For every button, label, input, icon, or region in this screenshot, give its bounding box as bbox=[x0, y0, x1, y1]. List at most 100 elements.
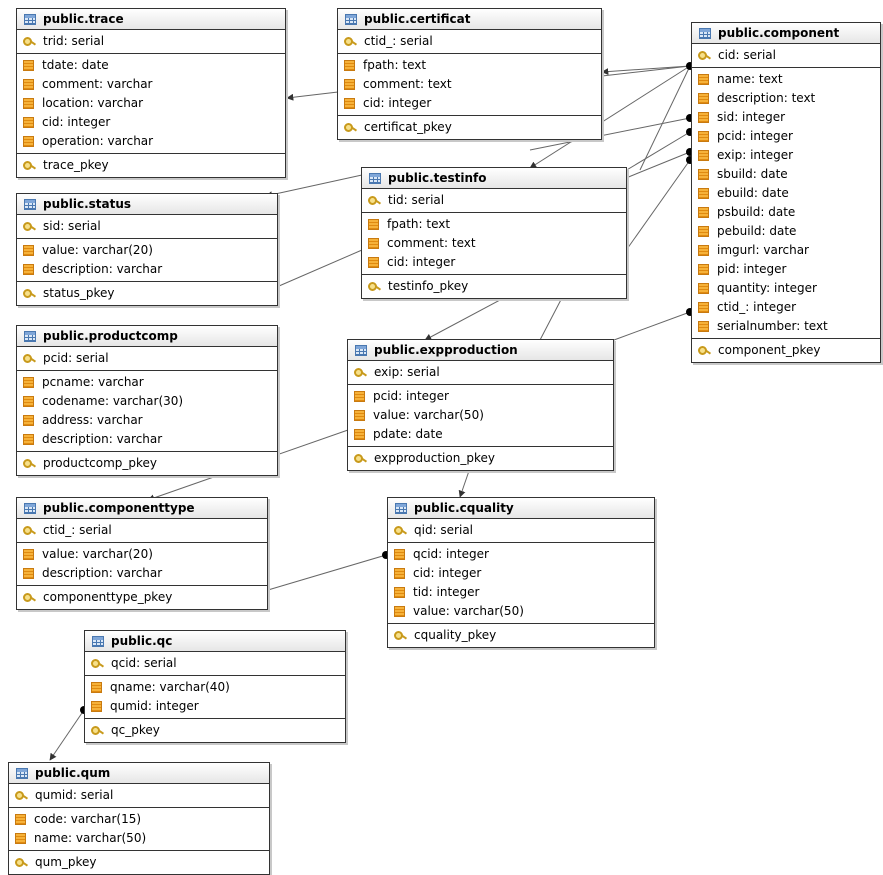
column-row[interactable]: fpath: text bbox=[338, 56, 601, 75]
column-row[interactable]: address: varchar bbox=[17, 411, 277, 430]
primary-key-row[interactable]: ctid_: serial bbox=[17, 521, 267, 540]
column-row-label: sid: integer bbox=[717, 110, 786, 124]
column-row-label: imgurl: varchar bbox=[717, 243, 809, 257]
key-icon bbox=[23, 36, 36, 47]
table-header[interactable]: public.productcomp bbox=[17, 326, 277, 347]
table-header[interactable]: public.certificat bbox=[338, 9, 601, 30]
column-row[interactable]: cid: integer bbox=[362, 253, 626, 272]
table-icon bbox=[24, 330, 36, 342]
column-row[interactable]: name: varchar(50) bbox=[9, 829, 269, 848]
table-icon bbox=[369, 172, 381, 184]
primary-key-row[interactable]: cid: serial bbox=[692, 46, 880, 65]
column-row[interactable]: cid: integer bbox=[338, 94, 601, 113]
table-header[interactable]: public.qum bbox=[9, 763, 269, 784]
primary-key-row[interactable]: ctid_: serial bbox=[338, 32, 601, 51]
column-row-label: name: varchar(50) bbox=[34, 831, 147, 845]
table-header[interactable]: public.componenttype bbox=[17, 498, 267, 519]
constraint-row[interactable]: certificat_pkey bbox=[338, 118, 601, 137]
constraint-row[interactable]: testinfo_pkey bbox=[362, 277, 626, 296]
constraint-row[interactable]: qc_pkey bbox=[85, 721, 345, 740]
table-expproduction[interactable]: public.expproduction exip: serial pcid: in… bbox=[347, 339, 614, 471]
constraint-row-label: cquality_pkey bbox=[414, 628, 497, 642]
column-row[interactable]: sbuild: date bbox=[692, 165, 880, 184]
primary-key-row[interactable]: trid: serial bbox=[17, 32, 285, 51]
primary-key-row[interactable]: pcid: serial bbox=[17, 349, 277, 368]
column-row[interactable]: comment: text bbox=[362, 234, 626, 253]
column-row[interactable]: value: varchar(50) bbox=[388, 602, 654, 621]
column-row[interactable]: location: varchar bbox=[17, 94, 285, 113]
constraint-row[interactable]: productcomp_pkey bbox=[17, 454, 277, 473]
column-row[interactable]: pcname: varchar bbox=[17, 373, 277, 392]
column-row[interactable]: qname: varchar(40) bbox=[85, 678, 345, 697]
column-row[interactable]: name: text bbox=[692, 70, 880, 89]
primary-key-section: ctid_: serial bbox=[338, 30, 601, 53]
column-row[interactable]: exip: integer bbox=[692, 146, 880, 165]
table-componenttype[interactable]: public.componenttype ctid_: serial value: … bbox=[16, 497, 268, 610]
table-header[interactable]: public.qc bbox=[85, 631, 345, 652]
constraint-row[interactable]: trace_pkey bbox=[17, 156, 285, 175]
column-row[interactable]: qcid: integer bbox=[388, 545, 654, 564]
column-row[interactable]: comment: varchar bbox=[17, 75, 285, 94]
column-row[interactable]: code: varchar(15) bbox=[9, 810, 269, 829]
column-row[interactable]: pcid: integer bbox=[692, 127, 880, 146]
constraint-row[interactable]: qum_pkey bbox=[9, 853, 269, 872]
column-row[interactable]: value: varchar(20) bbox=[17, 241, 277, 260]
column-row[interactable]: description: varchar bbox=[17, 260, 277, 279]
column-row[interactable]: description: varchar bbox=[17, 564, 267, 583]
constraint-row[interactable]: component_pkey bbox=[692, 341, 880, 360]
primary-key-row[interactable]: sid: serial bbox=[17, 217, 277, 236]
column-row[interactable]: codename: varchar(30) bbox=[17, 392, 277, 411]
column-row[interactable]: tid: integer bbox=[388, 583, 654, 602]
column-row[interactable]: pebuild: date bbox=[692, 222, 880, 241]
column-row[interactable]: pdate: date bbox=[348, 425, 613, 444]
constraint-row[interactable]: expproduction_pkey bbox=[348, 449, 613, 468]
table-header[interactable]: public.testinfo bbox=[362, 168, 626, 189]
table-productcomp[interactable]: public.productcomp pcid: serial pcname: va… bbox=[16, 325, 278, 476]
column-row[interactable]: cid: integer bbox=[17, 113, 285, 132]
column-row[interactable]: operation: varchar bbox=[17, 132, 285, 151]
column-row[interactable]: pcid: integer bbox=[348, 387, 613, 406]
column-row[interactable]: psbuild: date bbox=[692, 203, 880, 222]
table-header[interactable]: public.cquality bbox=[388, 498, 654, 519]
column-row[interactable]: pid: integer bbox=[692, 260, 880, 279]
table-header[interactable]: public.status bbox=[17, 194, 277, 215]
column-row[interactable]: sid: integer bbox=[692, 108, 880, 127]
column-row[interactable]: quantity: integer bbox=[692, 279, 880, 298]
table-qum[interactable]: public.qum qumid: serial code: varchar(15)… bbox=[8, 762, 270, 875]
primary-key-row[interactable]: tid: serial bbox=[362, 191, 626, 210]
column-row[interactable]: ctid_: integer bbox=[692, 298, 880, 317]
primary-key-row[interactable]: qid: serial bbox=[388, 521, 654, 540]
column-row[interactable]: description: varchar bbox=[17, 430, 277, 449]
column-row[interactable]: comment: text bbox=[338, 75, 601, 94]
column-row[interactable]: qumid: integer bbox=[85, 697, 345, 716]
column-row[interactable]: value: varchar(50) bbox=[348, 406, 613, 425]
table-status[interactable]: public.status sid: serial value: varchar(2… bbox=[16, 193, 278, 306]
constraints-section: trace_pkey bbox=[17, 153, 285, 177]
table-header[interactable]: public.component bbox=[692, 23, 880, 44]
column-row[interactable]: tdate: date bbox=[17, 56, 285, 75]
column-row[interactable]: serialnumber: text bbox=[692, 317, 880, 336]
table-icon bbox=[24, 13, 36, 25]
constraint-row[interactable]: componenttype_pkey bbox=[17, 588, 267, 607]
constraint-row[interactable]: status_pkey bbox=[17, 284, 277, 303]
column-row[interactable]: ebuild: date bbox=[692, 184, 880, 203]
table-header[interactable]: public.expproduction bbox=[348, 340, 613, 361]
primary-key-row[interactable]: exip: serial bbox=[348, 363, 613, 382]
table-certificat[interactable]: public.certificat ctid_: serial fpath: tex… bbox=[337, 8, 602, 140]
table-header[interactable]: public.trace bbox=[17, 9, 285, 30]
constraint-row[interactable]: cquality_pkey bbox=[388, 626, 654, 645]
primary-key-row[interactable]: qumid: serial bbox=[9, 786, 269, 805]
primary-key-row[interactable]: qcid: serial bbox=[85, 654, 345, 673]
column-row[interactable]: imgurl: varchar bbox=[692, 241, 880, 260]
column-row[interactable]: description: text bbox=[692, 89, 880, 108]
column-row[interactable]: fpath: text bbox=[362, 215, 626, 234]
column-row[interactable]: value: varchar(20) bbox=[17, 545, 267, 564]
key-icon bbox=[368, 281, 381, 292]
column-row[interactable]: cid: integer bbox=[388, 564, 654, 583]
table-icon bbox=[395, 502, 407, 514]
